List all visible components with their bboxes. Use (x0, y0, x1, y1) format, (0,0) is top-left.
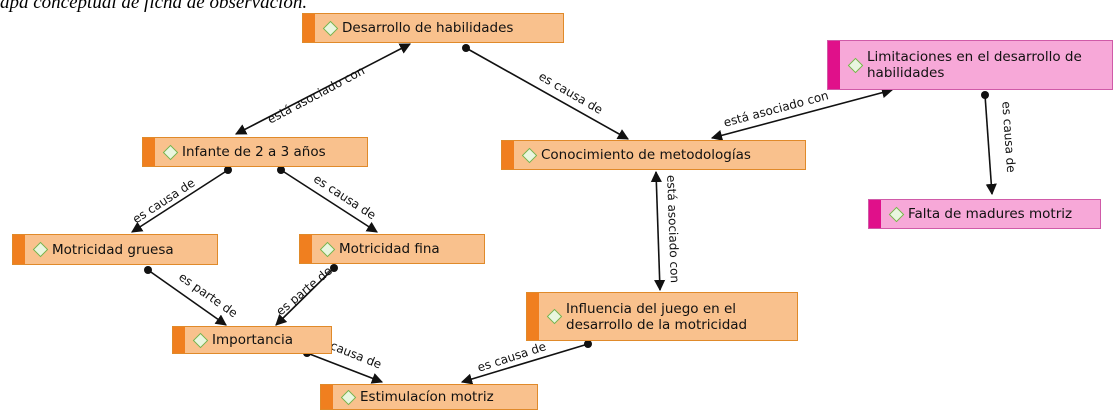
node-label: Importancia (212, 332, 294, 348)
figure-caption: apa conceptual de ficha de observación. (0, 0, 308, 13)
concept-icon (322, 20, 339, 36)
concept-icon (888, 206, 905, 222)
node-label: Desarrollo de habilidades (342, 20, 514, 36)
node-desarrollo-de-habilidades[interactable]: Desarrollo de habilidades (302, 13, 564, 43)
concept-icon (847, 57, 864, 73)
link-line (460, 343, 589, 385)
concept-icon (340, 389, 357, 405)
concept-icon (546, 308, 563, 325)
node-limitaciones[interactable]: Limitaciones en el desarrollo de habilid… (827, 40, 1113, 90)
node-label: Influencia del juego en el desarrollo de… (566, 300, 748, 333)
node-label: Limitaciones en el desarrollo de habilid… (867, 49, 1082, 81)
node-label: Conocimiento de metodologías (541, 147, 751, 163)
concept-icon (32, 241, 49, 258)
concept-icon (192, 332, 209, 348)
node-estimulacion-motriz[interactable]: Estimulacíon motriz (320, 384, 538, 410)
node-importancia[interactable]: Importancia (172, 326, 332, 354)
link-line (984, 94, 997, 196)
link-line (465, 47, 629, 140)
node-falta-de-madures-motriz[interactable]: Falta de madures motriz (868, 199, 1101, 229)
link-line (306, 352, 384, 384)
link-line (650, 170, 666, 292)
node-motricidad-gruesa[interactable]: Motricidad gruesa (12, 234, 218, 265)
node-conocimiento-de-metodologias[interactable]: Conocimiento de metodologías (501, 140, 806, 170)
link-line (147, 269, 227, 326)
node-label: Estimulacíon motriz (360, 389, 494, 405)
concept-icon (521, 147, 538, 163)
concept-icon (319, 241, 336, 257)
link-line (275, 267, 335, 326)
node-motricidad-fina[interactable]: Motricidad fina (299, 234, 485, 264)
link-line (710, 87, 894, 141)
node-label: Falta de madures motriz (908, 206, 1073, 222)
concept-icon (162, 144, 179, 160)
link-line (131, 169, 229, 233)
link-line (280, 169, 378, 233)
link-line (235, 43, 411, 135)
node-influencia-del-juego[interactable]: Influencia del juego en el desarrollo de… (526, 292, 798, 341)
node-label: Motricidad gruesa (52, 241, 174, 258)
node-label: Infante de 2 a 3 años (182, 144, 326, 160)
node-infante[interactable]: Infante de 2 a 3 años (142, 137, 368, 167)
node-label: Motricidad fina (339, 241, 440, 257)
